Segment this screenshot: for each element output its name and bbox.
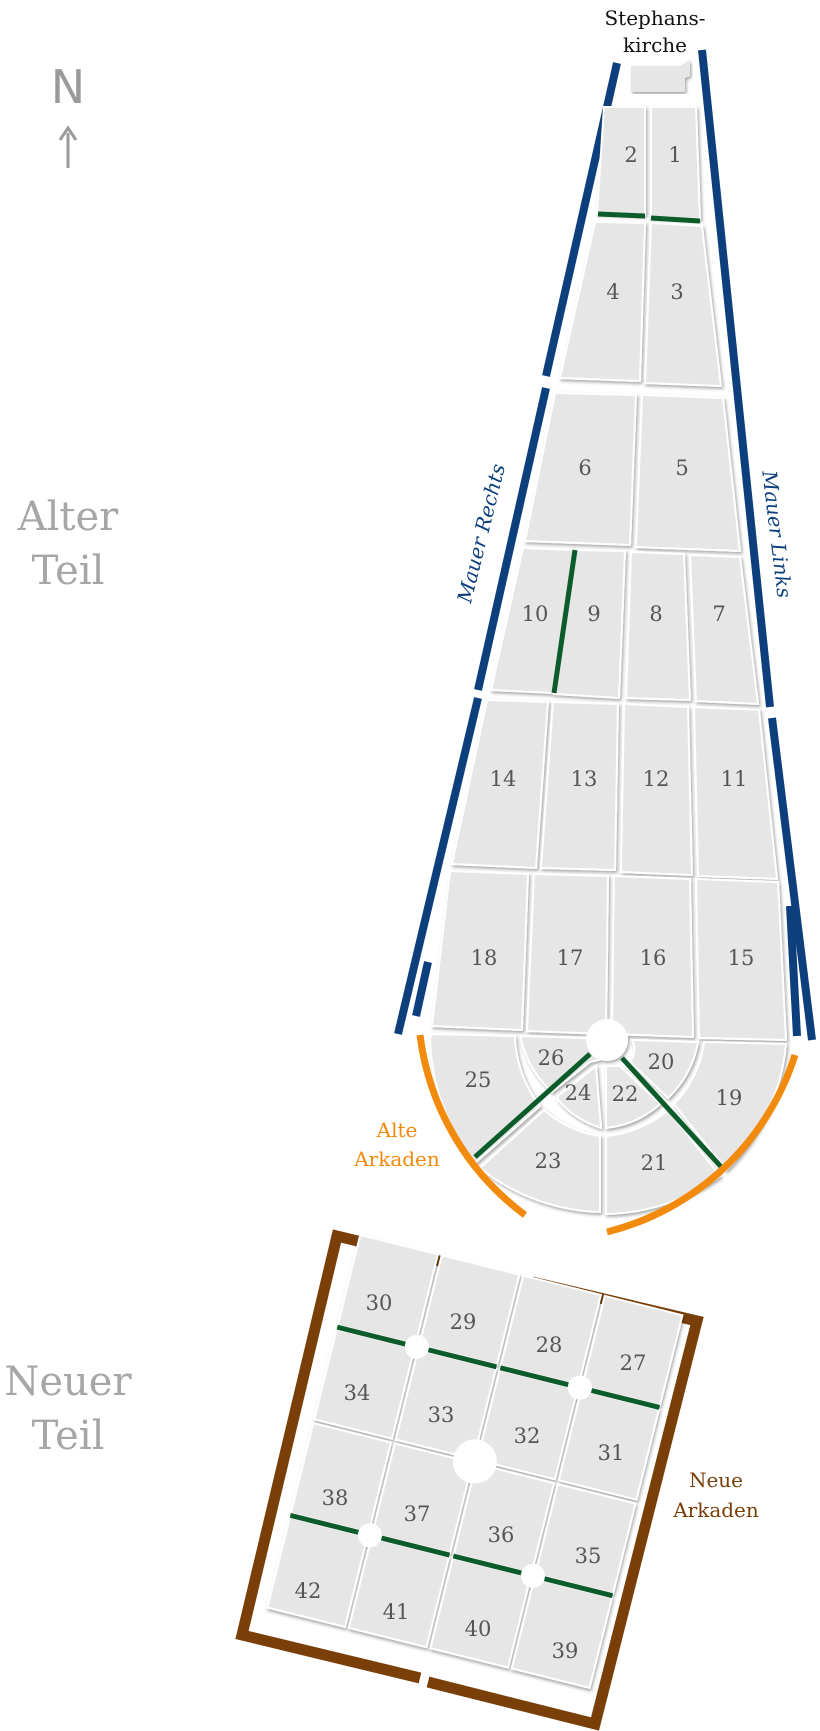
plot-number: 33 bbox=[428, 1403, 455, 1427]
church-label-line1: Stephans- bbox=[604, 6, 705, 30]
old-section-plots bbox=[428, 106, 788, 1216]
plot-number: 4 bbox=[606, 280, 619, 304]
new-section-hedges bbox=[289, 1324, 661, 1599]
plot-number: 20 bbox=[648, 1050, 675, 1074]
compass-letter: N bbox=[51, 60, 85, 114]
plot-22[interactable] bbox=[605, 1065, 662, 1130]
plot-number: 39 bbox=[552, 1639, 579, 1663]
plot-numbers: 2 1 4 3 6 5 10 9 8 7 14 13 12 11 18 17 1… bbox=[295, 143, 755, 1663]
new-arcade-label-line1: Neue bbox=[689, 1468, 743, 1492]
plot-20[interactable] bbox=[628, 1038, 700, 1100]
church-footprint bbox=[631, 60, 690, 92]
plot-number: 41 bbox=[383, 1600, 410, 1624]
plot-number: 16 bbox=[640, 946, 667, 970]
old-section-hedges bbox=[473, 211, 726, 1172]
plot-number: 5 bbox=[675, 456, 688, 480]
plot-number: 15 bbox=[728, 946, 755, 970]
plot-number: 27 bbox=[620, 1351, 647, 1375]
plot-number: 36 bbox=[488, 1523, 515, 1547]
plot-number: 11 bbox=[721, 767, 748, 791]
new-section-title-line1: Neuer bbox=[4, 1359, 132, 1405]
plot-16[interactable] bbox=[610, 874, 695, 1039]
plot-number: 25 bbox=[465, 1068, 492, 1092]
plot-number: 6 bbox=[578, 456, 591, 480]
old-arcades bbox=[416, 1034, 799, 1236]
plot-number: 26 bbox=[538, 1046, 565, 1070]
plot-3[interactable] bbox=[643, 221, 723, 388]
plot-13[interactable] bbox=[539, 700, 620, 872]
plot-number: 42 bbox=[295, 1579, 322, 1603]
old-section-title-line2: Teil bbox=[32, 548, 105, 594]
plot-number: 8 bbox=[649, 602, 662, 626]
plot-12[interactable] bbox=[619, 702, 694, 877]
plot-number: 21 bbox=[641, 1151, 668, 1175]
wall-left-label: Mauer Links bbox=[757, 468, 797, 599]
plot-number: 24 bbox=[565, 1081, 592, 1105]
plot-number: 40 bbox=[465, 1617, 492, 1641]
plot-8[interactable] bbox=[624, 550, 692, 702]
plot-number: 9 bbox=[587, 602, 600, 626]
plot-number: 14 bbox=[490, 767, 517, 791]
old-arcade-label-line1: Alte bbox=[376, 1118, 418, 1142]
plot-number: 3 bbox=[670, 280, 683, 304]
plot-6[interactable] bbox=[523, 391, 638, 547]
plot-number: 1 bbox=[668, 143, 681, 167]
plot-number: 38 bbox=[322, 1486, 349, 1510]
new-arcade-label-line2: Arkaden bbox=[672, 1498, 759, 1522]
plot-number: 12 bbox=[643, 767, 670, 791]
compass: N bbox=[51, 60, 85, 168]
plot-number: 31 bbox=[598, 1441, 625, 1465]
plot-number: 23 bbox=[535, 1149, 562, 1173]
plot-24[interactable] bbox=[557, 1064, 603, 1130]
old-arcade-label-line2: Arkaden bbox=[353, 1147, 440, 1171]
plot-15[interactable] bbox=[694, 877, 788, 1042]
plot-number: 17 bbox=[557, 946, 584, 970]
plot-number: 32 bbox=[514, 1424, 541, 1448]
plot-number: 34 bbox=[344, 1381, 371, 1405]
plot-number: 29 bbox=[450, 1310, 477, 1334]
plot-number: 22 bbox=[612, 1082, 639, 1106]
plot-4[interactable] bbox=[558, 220, 647, 383]
plot-number: 28 bbox=[536, 1333, 563, 1357]
new-section-plots bbox=[266, 1233, 684, 1690]
plot-number: 30 bbox=[366, 1291, 393, 1315]
plot-23[interactable] bbox=[478, 1108, 601, 1214]
old-section-title-line1: Alter bbox=[17, 494, 119, 540]
plot-number: 10 bbox=[522, 602, 549, 626]
church-label-line2: kirche bbox=[623, 33, 687, 57]
plot-11[interactable] bbox=[692, 705, 779, 881]
plot-7[interactable] bbox=[688, 553, 760, 706]
plot-5[interactable] bbox=[634, 393, 742, 553]
plot-number: 18 bbox=[471, 946, 498, 970]
plot-18[interactable] bbox=[430, 869, 530, 1032]
new-section-title-line2: Teil bbox=[32, 1413, 105, 1459]
north-arrow-icon bbox=[58, 125, 78, 168]
plot-number: 35 bbox=[575, 1544, 602, 1568]
plot-14[interactable] bbox=[450, 698, 550, 870]
plot-2[interactable] bbox=[595, 106, 646, 217]
plot-number: 13 bbox=[571, 767, 598, 791]
plot-number: 37 bbox=[404, 1502, 431, 1526]
plot-number: 7 bbox=[712, 602, 725, 626]
plot-number: 2 bbox=[624, 143, 637, 167]
plot-number: 19 bbox=[716, 1086, 743, 1110]
